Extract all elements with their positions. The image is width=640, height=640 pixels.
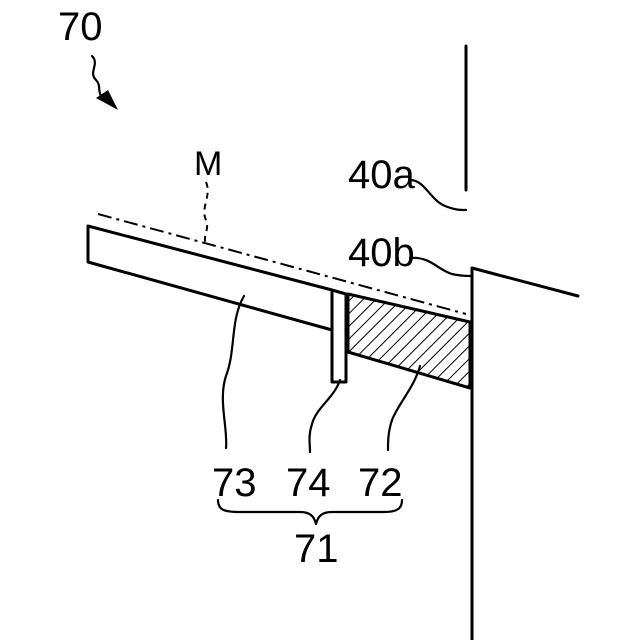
part-72-label: 72	[358, 461, 403, 505]
part-74-label: 74	[286, 461, 331, 505]
edge-upper-label: 40a	[348, 153, 415, 197]
part-74-leader	[310, 380, 341, 452]
part-74-blade	[332, 290, 346, 382]
part-72-block	[348, 294, 470, 388]
figure-ref-label: 70	[58, 5, 103, 49]
edge-upper-leader	[410, 180, 466, 210]
part-72-leader	[388, 366, 420, 450]
wall-lower	[472, 268, 578, 640]
edge-lower-leader	[410, 258, 472, 276]
figure-ref-leader	[92, 56, 104, 100]
medium-leader	[204, 182, 207, 244]
part-73-body	[88, 226, 332, 330]
part-73-label: 73	[212, 461, 257, 505]
medium-label: M	[194, 145, 222, 183]
part-73-leader	[223, 296, 244, 448]
assembly-label: 71	[294, 527, 339, 571]
edge-lower-label: 40b	[348, 231, 415, 275]
